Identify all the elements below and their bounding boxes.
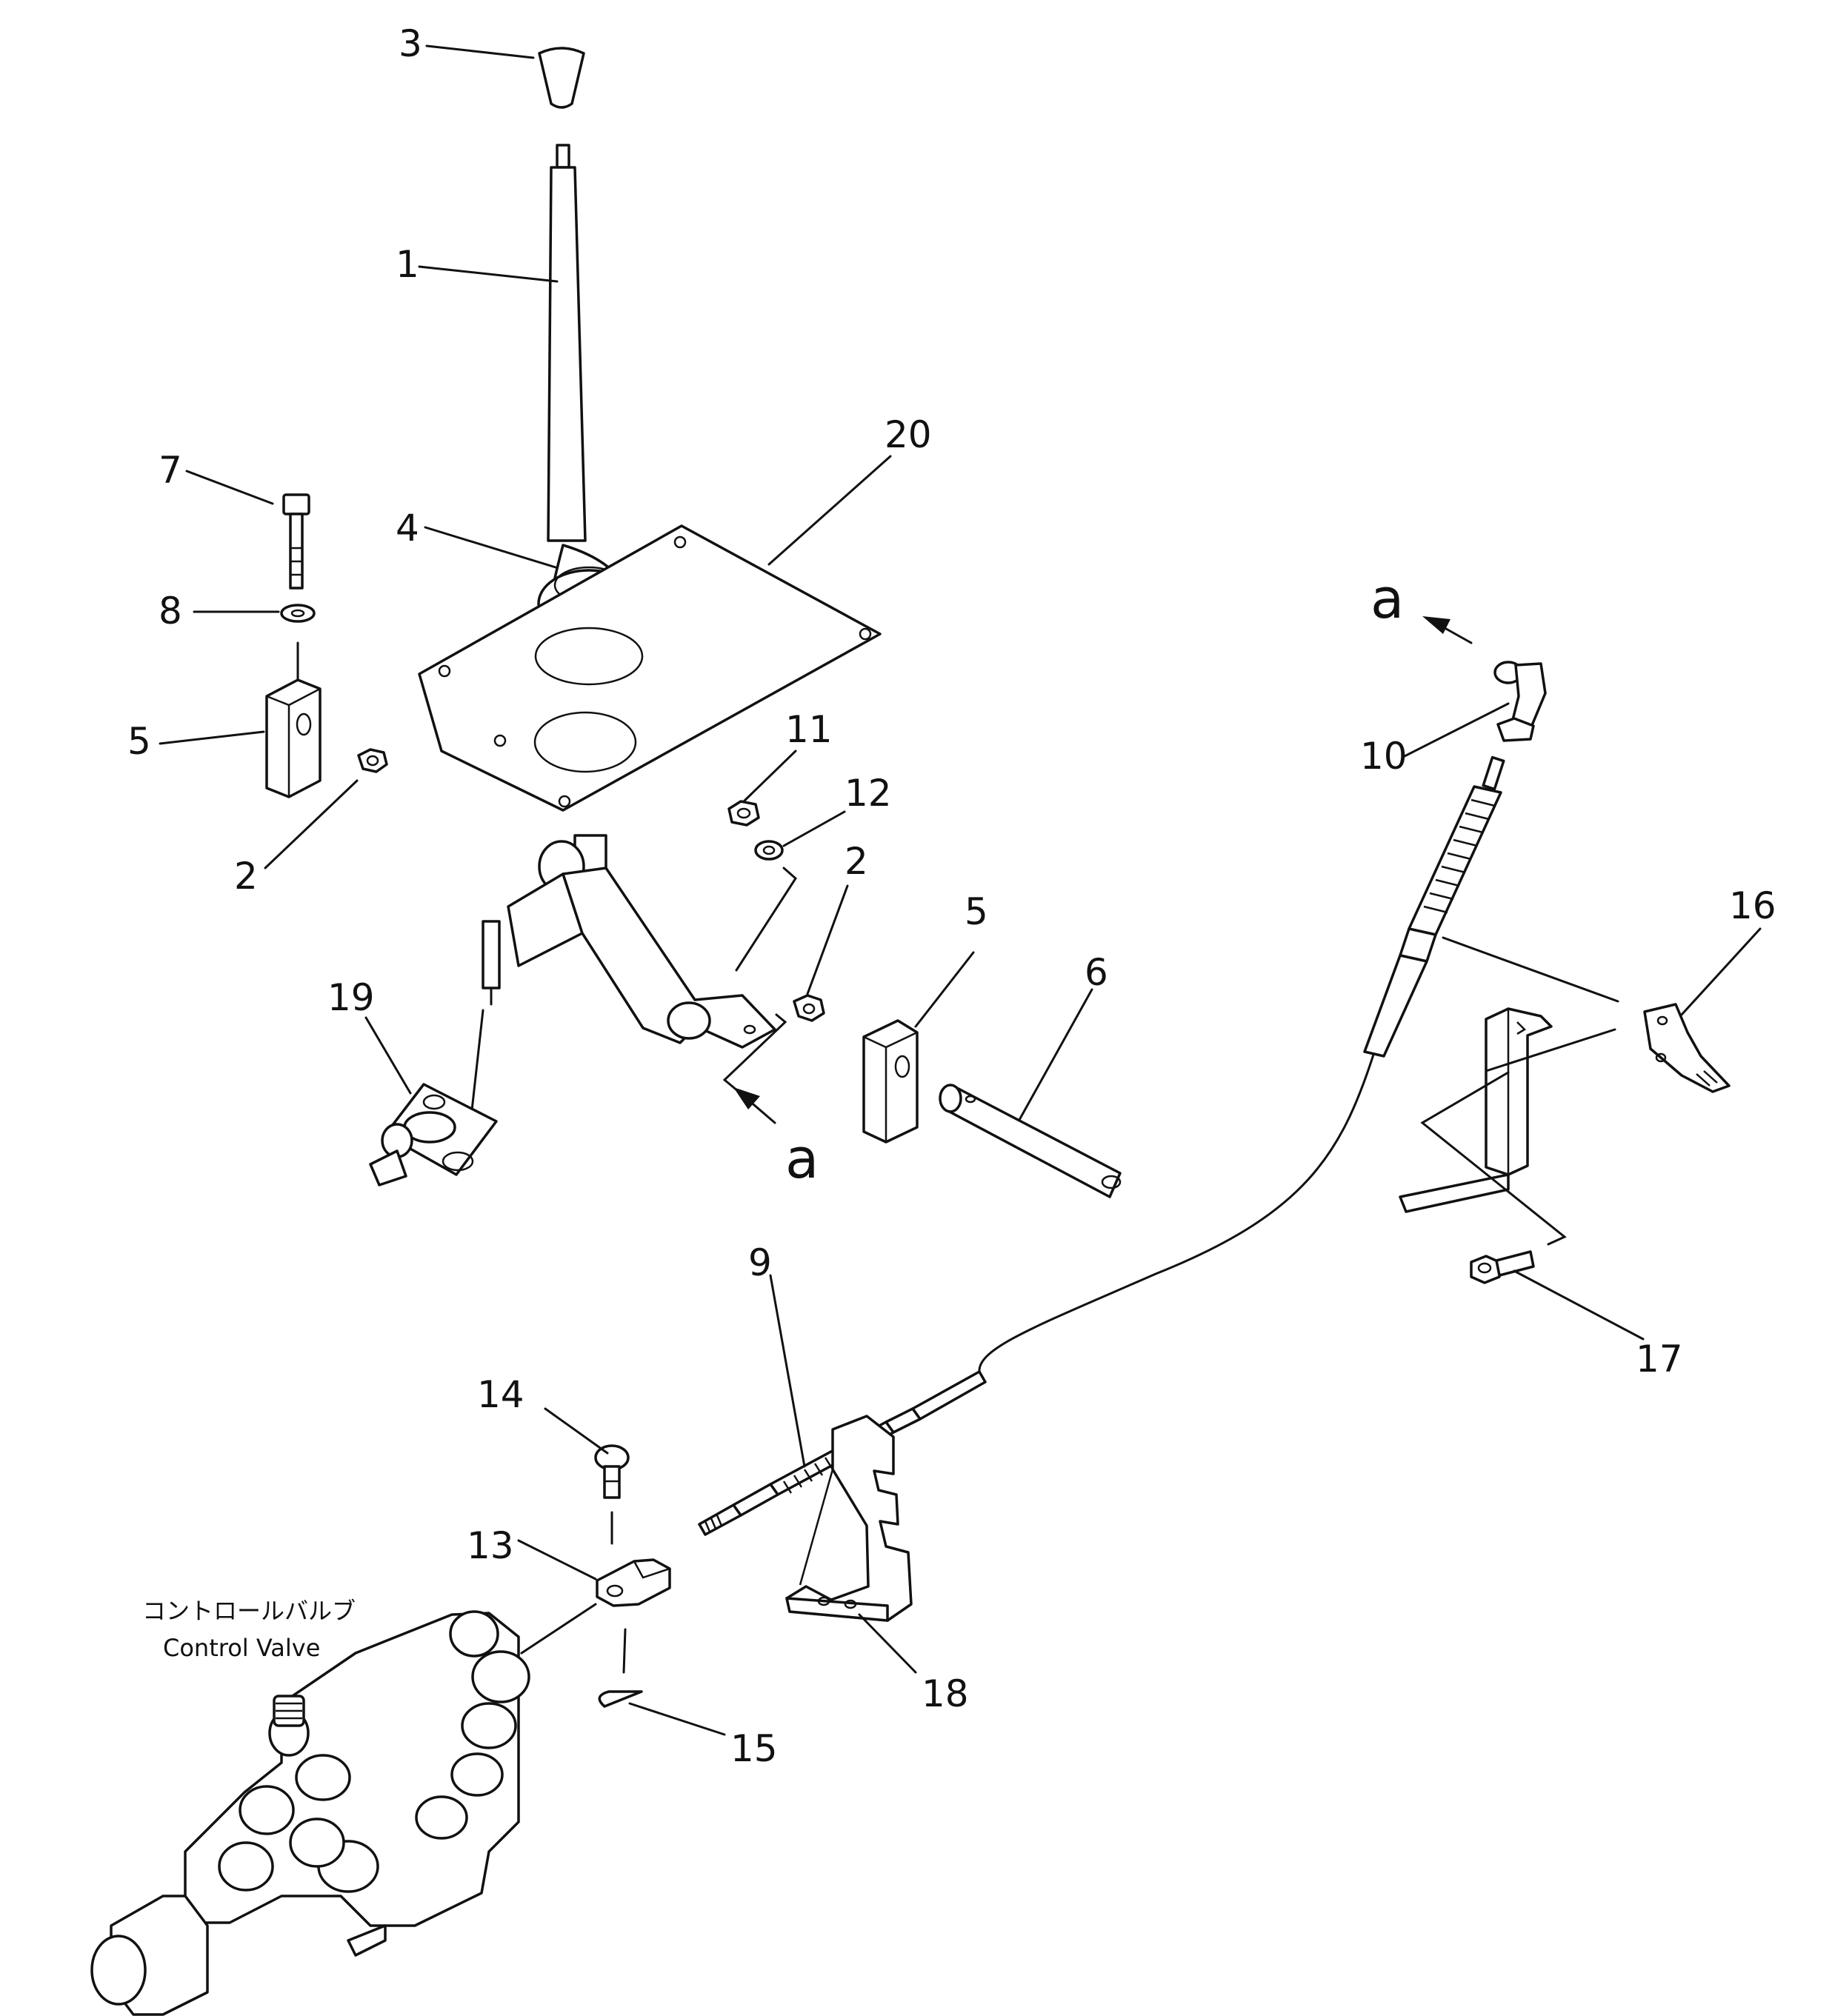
callout-16: 16: [1729, 884, 1776, 927]
part-control-cable-9: [698, 755, 1505, 1536]
part-clamp-16: [1643, 1003, 1731, 1093]
part-lever-bracket: [482, 834, 776, 1049]
reference-label-a-top: a: [1370, 567, 1404, 631]
part-ball-joint-10: [1493, 661, 1547, 742]
part-block-5-left: [265, 678, 322, 798]
part-washer-8: [280, 604, 316, 623]
reference-arrow-a-bottom: [732, 1086, 776, 1124]
callout-3: 3: [399, 22, 422, 65]
part-washer-12: [754, 840, 784, 861]
part-plate: [418, 524, 882, 812]
callout-8: 8: [159, 590, 182, 632]
callout-19: 19: [327, 976, 375, 1019]
callout-18: 18: [922, 1672, 969, 1715]
callout-1: 1: [396, 243, 419, 286]
part-pin-6: [939, 1084, 1122, 1198]
leader-lines: [159, 44, 1762, 1736]
part-nut-11: [727, 800, 760, 827]
control-valve-label-en: Control Valve: [163, 1634, 320, 1662]
callout-2-left: 2: [234, 855, 258, 898]
callout-4: 4: [396, 507, 419, 550]
callout-14: 14: [477, 1373, 524, 1416]
callout-5-left: 5: [127, 720, 151, 763]
part-nut-2-right: [793, 994, 825, 1022]
callout-17: 17: [1636, 1338, 1683, 1381]
callout-5-right: 5: [965, 890, 988, 933]
part-knob: [538, 47, 585, 109]
part-block-5-right: [862, 1019, 919, 1144]
part-lever-rod: [547, 144, 587, 542]
callout-12: 12: [845, 772, 892, 815]
callout-13: 13: [467, 1524, 514, 1567]
part-pin-14: [594, 1444, 630, 1499]
part-bolt-7: [282, 493, 310, 590]
callout-11: 11: [785, 708, 833, 751]
reference-arrow-a-top: [1422, 616, 1473, 644]
part-support-bracket: [1399, 1007, 1553, 1213]
callout-2-right: 2: [845, 840, 868, 883]
callout-7: 7: [159, 449, 182, 492]
part-nut-2-left: [357, 748, 388, 773]
callout-20: 20: [885, 413, 932, 456]
callout-10: 10: [1360, 735, 1408, 778]
callout-6: 6: [1085, 951, 1108, 994]
part-cotter-pin-15: [598, 1690, 643, 1708]
part-holder-19: [369, 1083, 498, 1186]
control-valve-body: [90, 1610, 530, 2016]
callout-15: 15: [730, 1727, 778, 1770]
part-bolt-17: [1470, 1250, 1535, 1284]
control-valve-label-jp: コントロールバルブ: [142, 1597, 356, 1625]
reference-label-a-bottom: a: [785, 1127, 819, 1191]
part-clevis-13: [596, 1558, 671, 1607]
callout-9: 9: [748, 1241, 772, 1284]
part-cable-bracket-18: [785, 1415, 913, 1622]
